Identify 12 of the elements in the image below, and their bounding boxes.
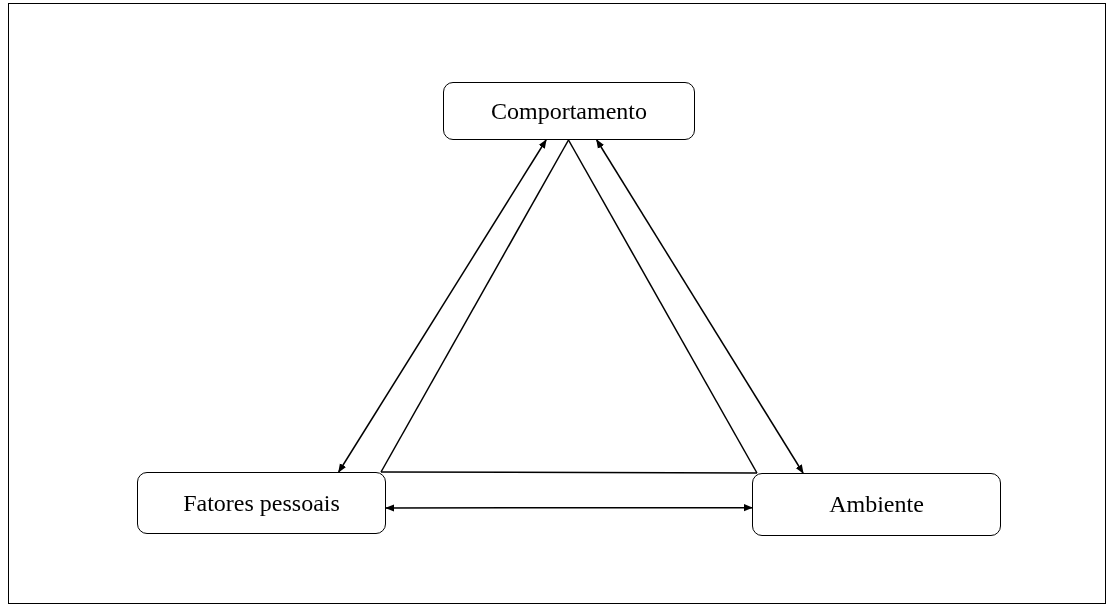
node-label: Ambiente (829, 491, 924, 518)
connector-line (380, 471, 758, 474)
rounded-box (752, 473, 1001, 536)
arrow (337, 139, 547, 473)
arrow (385, 504, 753, 512)
connector-line (380, 139, 570, 473)
rounded-box (443, 82, 695, 140)
node-label: Fatores pessoais (183, 489, 340, 517)
node-label: Comportamento (491, 97, 647, 125)
rounded-box (137, 472, 386, 534)
connector-line (567, 139, 758, 474)
arrow (595, 139, 804, 474)
